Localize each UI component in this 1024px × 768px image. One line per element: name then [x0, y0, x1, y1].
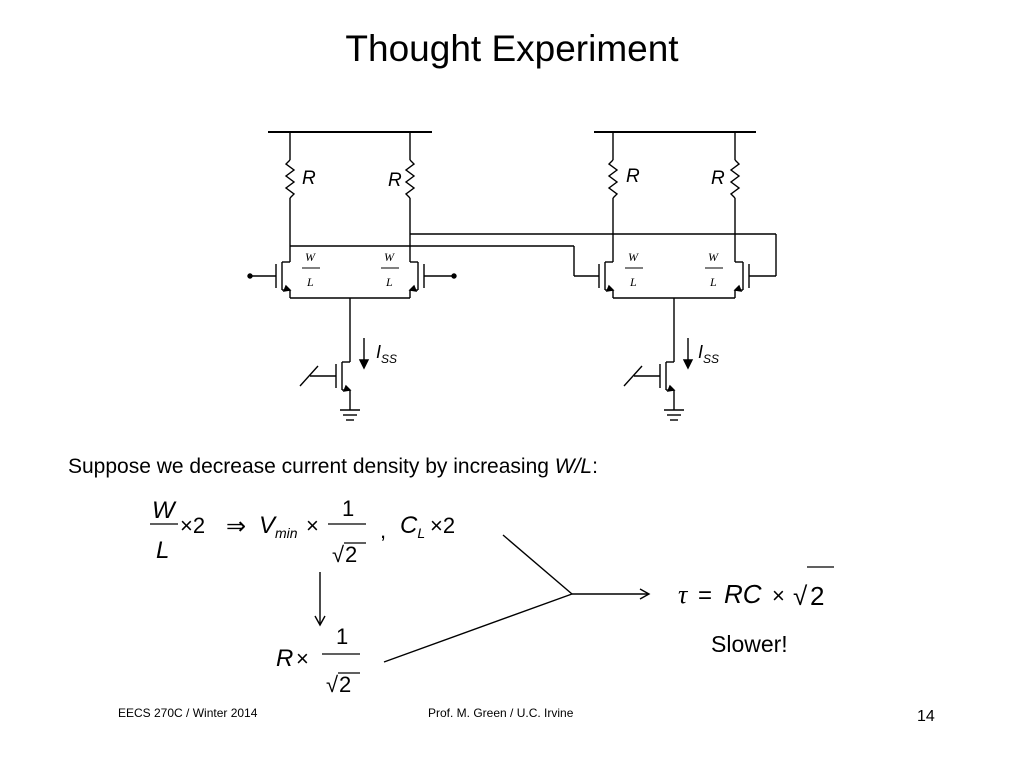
- svg-text:,: ,: [380, 518, 386, 543]
- ratio-L-1: L: [306, 275, 314, 289]
- left-diff-pair: [247, 131, 457, 421]
- svg-text:×: ×: [306, 513, 319, 538]
- equation-scaling: W L ×2 ⇒ Vmin × 1 √ 2 , CL ×2: [152, 496, 455, 567]
- svg-text:2: 2: [345, 542, 357, 567]
- label-R-3: R: [626, 166, 640, 187]
- left-resistor-1: [284, 159, 296, 199]
- svg-text:√: √: [793, 581, 808, 611]
- svg-text:L: L: [156, 537, 169, 564]
- result-note: Slower!: [711, 631, 788, 657]
- coupling-wires: [410, 233, 777, 277]
- svg-text:×: ×: [296, 646, 309, 671]
- annotation-lines: [314, 534, 651, 663]
- equation-resistance: R × 1 √ 2: [276, 624, 351, 697]
- slide-title: Thought Experiment: [345, 28, 679, 69]
- svg-text:×2: ×2: [430, 513, 455, 538]
- ratio-L-3: L: [629, 275, 637, 289]
- svg-text:CL: CL: [400, 512, 425, 541]
- svg-text:R: R: [276, 645, 293, 672]
- ratio-L-2: L: [385, 275, 393, 289]
- svg-text:W: W: [152, 497, 177, 524]
- svg-text:⇒: ⇒: [226, 513, 246, 540]
- svg-text:RC: RC: [724, 579, 762, 609]
- ratio-W-2: W: [384, 250, 395, 264]
- svg-text:τ: τ: [678, 580, 689, 609]
- right-diff-pair: [594, 131, 756, 421]
- svg-text:1: 1: [342, 496, 354, 521]
- label-iss-left: ISS: [376, 342, 397, 366]
- ratio-W-1: W: [305, 250, 316, 264]
- svg-text:1: 1: [336, 624, 348, 649]
- ratio-L-4: L: [709, 275, 717, 289]
- footer-course: EECS 270C / Winter 2014: [118, 706, 258, 720]
- label-R-2: R: [388, 170, 402, 191]
- ratio-W-4: W: [708, 250, 719, 264]
- right-resistor-2: [729, 159, 741, 199]
- right-resistor-1: [607, 159, 619, 199]
- label-iss-right: ISS: [698, 342, 719, 366]
- svg-text:Vmin: Vmin: [259, 512, 298, 541]
- label-R-4: R: [711, 168, 725, 189]
- page-number: 14: [917, 708, 935, 725]
- equation-time-constant: τ = RC × √ 2 Slower!: [678, 579, 824, 657]
- label-R-1: R: [302, 168, 316, 189]
- svg-text:=: =: [698, 582, 712, 609]
- svg-text:×2: ×2: [180, 513, 205, 538]
- footer-author: Prof. M. Green / U.C. Irvine: [428, 706, 574, 720]
- svg-text:×: ×: [772, 583, 785, 608]
- svg-text:2: 2: [810, 581, 824, 611]
- svg-text:√: √: [332, 542, 345, 567]
- svg-text:√: √: [326, 672, 339, 697]
- ratio-W-3: W: [628, 250, 639, 264]
- left-resistor-2: [404, 159, 416, 199]
- svg-text:2: 2: [339, 672, 351, 697]
- intro-sentence: Suppose we decrease current density by i…: [68, 455, 598, 478]
